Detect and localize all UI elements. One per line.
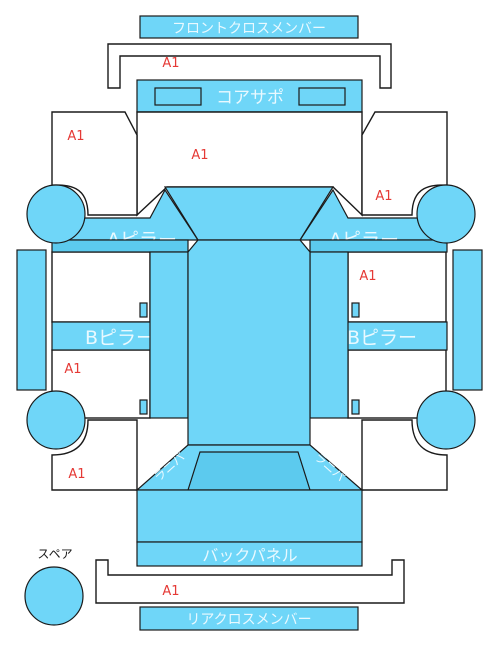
front-door-right[interactable] xyxy=(347,251,447,323)
core-support-label: コアサポ xyxy=(216,88,284,108)
wheel-front-right[interactable] xyxy=(416,184,476,244)
rear-fender-left[interactable] xyxy=(51,419,138,491)
rear-fender-left-damage-marker: A1 xyxy=(68,467,85,482)
front-cross-member[interactable] xyxy=(139,15,359,39)
spare-tire-label: スペア xyxy=(37,547,72,561)
front-cross-member-label: フロントクロスメンバー xyxy=(172,21,326,37)
rear-bumper-frame[interactable] xyxy=(95,559,405,604)
front-fender-left-damage-marker: A1 xyxy=(67,129,84,144)
trunk-lid xyxy=(187,451,311,491)
b-pillar-left-label: Bピラー xyxy=(85,327,155,349)
back-panel[interactable] xyxy=(136,541,363,567)
trunk-floor[interactable] xyxy=(136,489,363,543)
hood-damage-marker: A1 xyxy=(191,148,208,163)
spare-tire[interactable] xyxy=(24,566,84,626)
wheel-front-left[interactable] xyxy=(26,184,86,244)
inner-pillar-right xyxy=(309,251,349,419)
roof[interactable] xyxy=(187,239,311,446)
front-door-right-damage-marker: A1 xyxy=(359,269,376,284)
rear-door-left-damage-marker: A1 xyxy=(64,362,81,377)
inner-pillar-left xyxy=(149,251,189,419)
front-door-left-handle xyxy=(139,302,148,318)
front-door-left[interactable] xyxy=(51,251,151,323)
headlight-left xyxy=(154,87,202,106)
a-pillar-left-lower xyxy=(51,239,189,253)
front-fender-right-damage-marker: A1 xyxy=(375,189,392,204)
wheel-rear-left[interactable] xyxy=(26,390,86,450)
rear-fender-right[interactable] xyxy=(361,419,448,491)
rear-cross-member-damage-marker: A1 xyxy=(162,584,179,599)
rear-door-left-handle xyxy=(139,399,148,415)
front-door-right-handle xyxy=(351,302,360,318)
rear-cross-member[interactable] xyxy=(139,606,359,631)
rear-cross-member-label: リアクロスメンバー xyxy=(186,612,311,628)
a-pillar-right-lower xyxy=(309,239,448,253)
back-panel-label: バックパネル xyxy=(202,546,297,565)
rear-door-right-handle xyxy=(351,399,360,415)
b-pillar-right-label: Bピラー xyxy=(347,327,417,349)
side-sill-right[interactable] xyxy=(452,249,483,391)
headlight-right xyxy=(298,87,346,106)
side-sill-left[interactable] xyxy=(16,249,47,391)
front-cross-member-damage-marker: A1 xyxy=(162,56,179,71)
wheel-rear-right[interactable] xyxy=(416,390,476,450)
front-bumper-frame[interactable] xyxy=(107,43,392,89)
